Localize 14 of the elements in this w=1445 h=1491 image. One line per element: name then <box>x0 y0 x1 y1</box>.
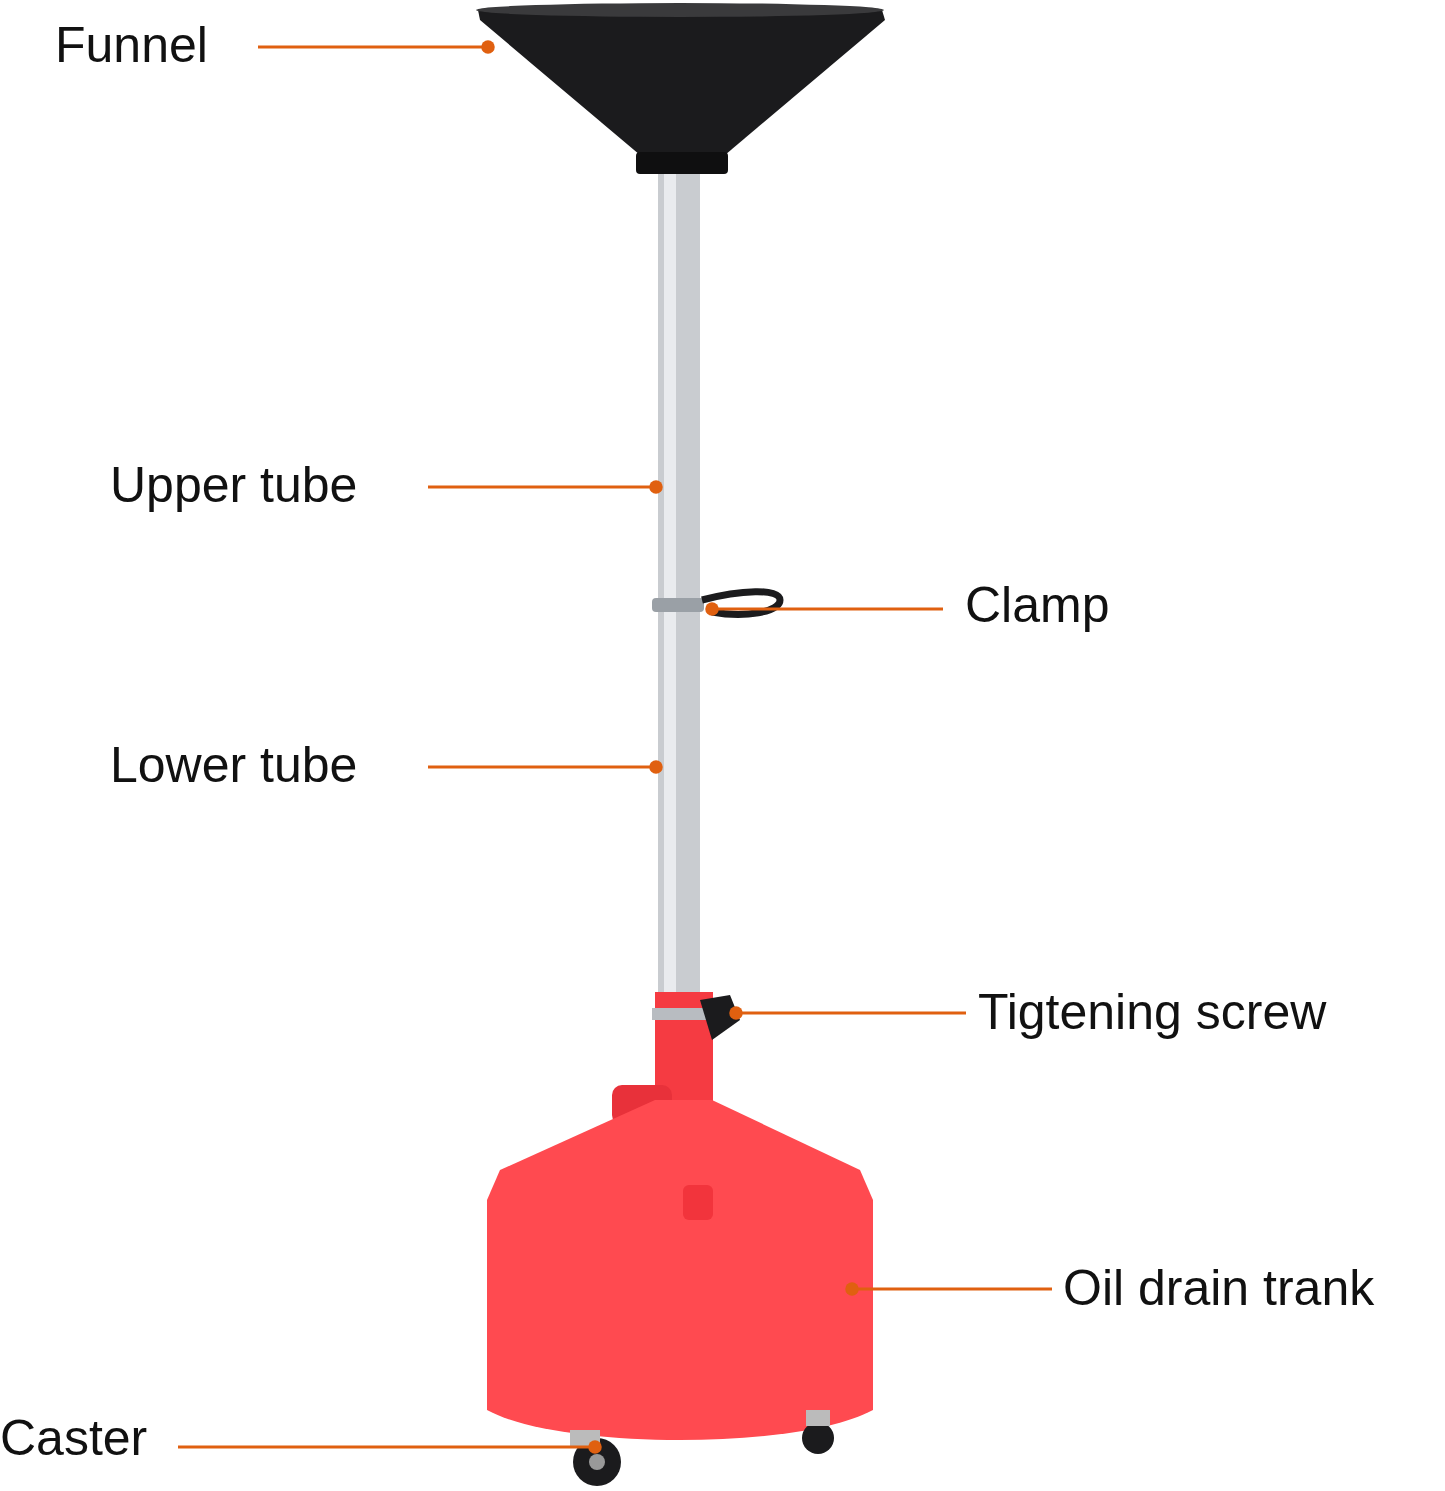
leader-line <box>428 760 663 774</box>
callout-label: Clamp <box>965 575 1110 635</box>
leader-line <box>258 40 495 54</box>
leader-line <box>845 1282 1052 1296</box>
leader-line <box>428 480 663 494</box>
callout-label: Oil drain trank <box>1063 1258 1375 1318</box>
callout-label: Funnel <box>55 15 208 75</box>
callout-label: Upper tube <box>110 455 358 515</box>
leader-line <box>705 602 943 616</box>
leader-line <box>729 1006 966 1020</box>
leader-line <box>178 1440 602 1454</box>
callout-label: Tigtening screw <box>978 982 1327 1042</box>
callout-label: Lower tube <box>110 735 358 795</box>
callout-label: Caster <box>0 1408 148 1468</box>
